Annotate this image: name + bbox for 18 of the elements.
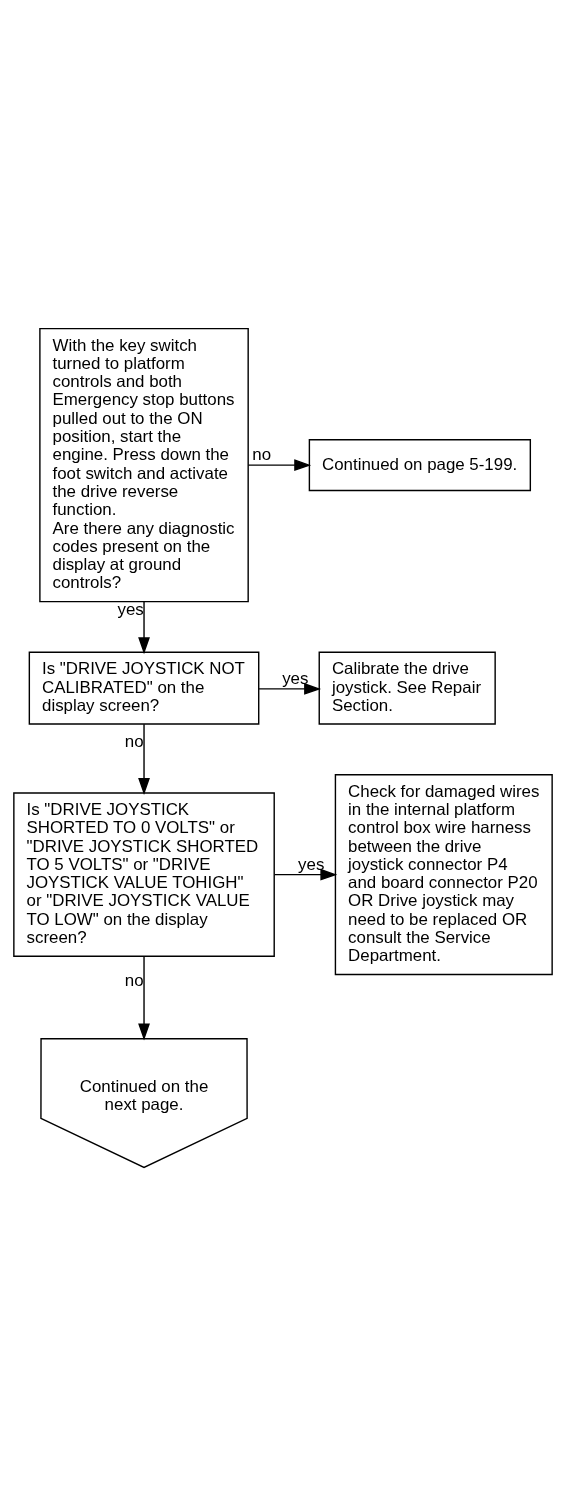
edge-label: yes: [298, 854, 325, 874]
arrow: [138, 955, 150, 1041]
arrow: [247, 459, 312, 472]
edge-label: yes: [282, 669, 309, 689]
edge-label: yes: [117, 600, 144, 620]
arrow: [138, 723, 150, 795]
arrow: [273, 868, 338, 881]
node-box: With the key switch turned to platform controls and both Emergency stop buttons pulled out to the ON position, start the engine. Press down the foot switch and activate the drive reverse function. Are there any diagnostic codes present on the display at ground controls?: [39, 327, 249, 603]
node-box: Is "DRIVE JOYSTICK SHORTED TO 0 VOLTS" or "DRIVE JOYSTICK SHORTED TO 5 VOLTS" or "DRIVE JOYSTICK VALUE TOHIGH" or "DRIVE JOYSTICK VALUE TO LOW" on the display screen?: [13, 792, 275, 957]
node-box: Calibrate the drive joystick. See Repair Section.: [318, 651, 496, 725]
arrow: [258, 682, 322, 695]
edge-label: no: [124, 970, 144, 990]
edge-label: no: [252, 445, 272, 465]
arrow: [138, 601, 150, 655]
node-box: Continued on page 5-199.: [308, 439, 532, 492]
node-box: Check for damaged wires in the internal platform control box wire harness between the drive joystick connector P4 and board connector P20 OR Drive joystick may need to be replaced OR consult the Service Department.: [334, 774, 553, 976]
edge-label: no: [124, 731, 144, 751]
node-box: Is "DRIVE JOYSTICK NOT CALIBRATED" on the display screen?: [28, 651, 260, 725]
